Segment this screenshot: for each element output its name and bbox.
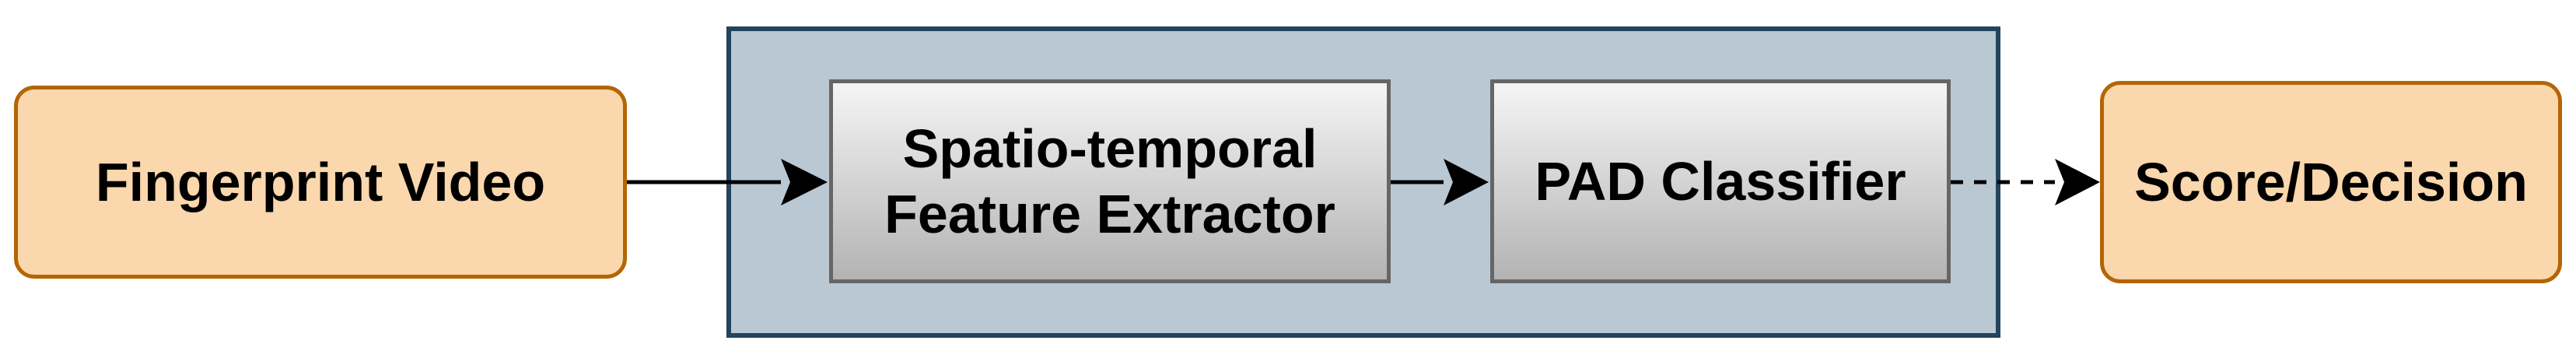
- feature-extractor-label-line1: Spatio-temporal: [902, 118, 1318, 179]
- pad-classifier-label: PAD Classifier: [1535, 151, 1906, 212]
- arrowhead-input-to-extractor: [781, 159, 828, 205]
- feature-extractor-label: Spatio-temporal Feature Extractor: [884, 116, 1335, 247]
- feature-extractor-label-line2: Feature Extractor: [884, 184, 1335, 244]
- feature-extractor-node: Spatio-temporal Feature Extractor: [829, 79, 1391, 283]
- input-node: Fingerprint Video: [14, 86, 627, 279]
- arrowhead-classifier-to-output: [2055, 159, 2100, 205]
- arrowhead-extractor-to-classifier: [1444, 159, 1489, 205]
- output-node: Score/Decision: [2100, 81, 2562, 283]
- pad-classifier-node: PAD Classifier: [1490, 79, 1951, 283]
- output-label: Score/Decision: [2134, 152, 2528, 212]
- input-label: Fingerprint Video: [95, 152, 546, 212]
